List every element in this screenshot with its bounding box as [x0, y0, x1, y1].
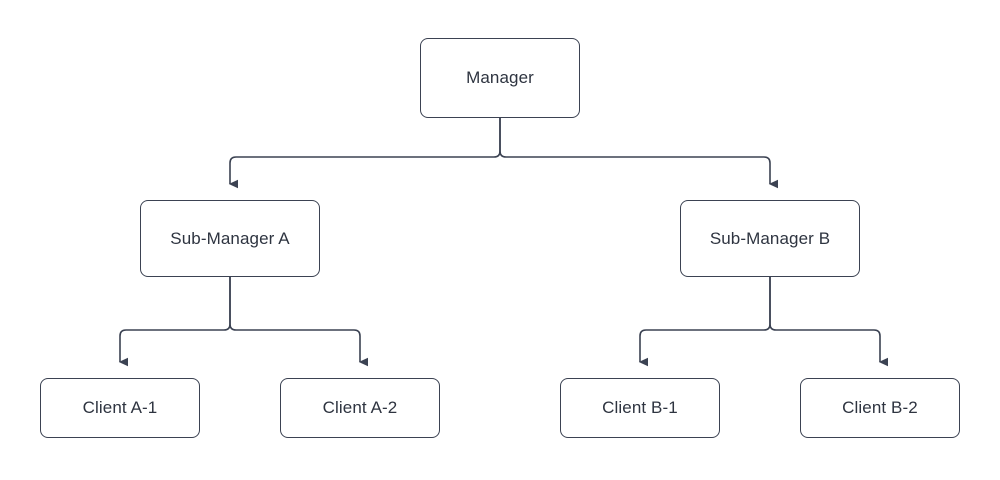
- edge-sub-a-to-client-a-2: [229, 277, 369, 367]
- edge-sub-b-to-client-b-1: [638, 277, 771, 367]
- edge-manager-to-sub-a: [228, 118, 501, 189]
- node-sub-manager-a[interactable]: Sub-Manager A: [140, 200, 320, 277]
- node-client-b-1[interactable]: Client B-1: [560, 378, 720, 438]
- edge-sub-b-to-client-b-2: [769, 277, 889, 367]
- node-sub-manager-b[interactable]: Sub-Manager B: [680, 200, 860, 277]
- node-sub-manager-b-label: Sub-Manager B: [709, 228, 831, 248]
- node-client-a-1[interactable]: Client A-1: [40, 378, 200, 438]
- edge-manager-to-sub-b: [499, 118, 779, 189]
- node-client-b-2[interactable]: Client B-2: [800, 378, 960, 438]
- node-client-a-2[interactable]: Client A-2: [280, 378, 440, 438]
- node-client-a-1-label: Client A-1: [82, 398, 158, 417]
- node-client-b-1-label: Client B-1: [602, 398, 678, 417]
- node-sub-manager-a-label: Sub-Manager A: [170, 228, 290, 248]
- edge-sub-a-to-client-a-1: [118, 277, 231, 367]
- node-manager[interactable]: Manager: [420, 38, 580, 118]
- node-manager-label: Manager: [466, 68, 534, 87]
- node-client-a-2-label: Client A-2: [322, 398, 398, 417]
- node-client-b-2-label: Client B-2: [842, 398, 918, 417]
